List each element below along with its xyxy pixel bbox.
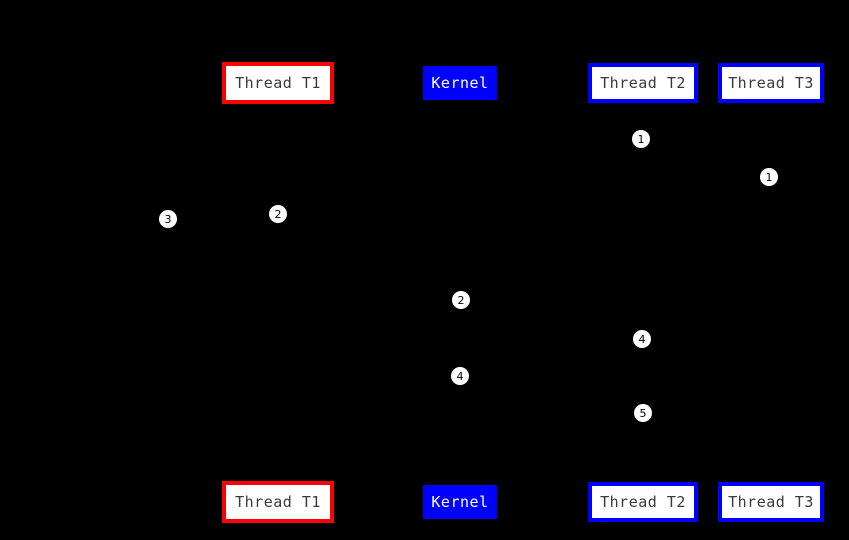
participant-box-thread-t3-top[interactable]: Thread T3 xyxy=(718,63,824,103)
lifeline-t3 xyxy=(771,103,772,482)
participant-label-kernel-top: Kernel xyxy=(431,74,489,92)
participant-box-thread-t1-bottom[interactable]: Thread T1 xyxy=(222,481,334,523)
sequence-number-label: 4 xyxy=(456,369,464,383)
message-arrow-3 xyxy=(168,219,278,220)
sequence-number-badge: 2 xyxy=(452,291,470,309)
lifeline-t2 xyxy=(643,103,644,482)
participant-label-thread-t2-bottom: Thread T2 xyxy=(600,493,686,511)
sequence-number-badge: 2 xyxy=(269,205,287,223)
participant-box-thread-t2-top[interactable]: Thread T2 xyxy=(588,63,698,103)
message-arrow-6 xyxy=(460,339,643,340)
sequence-number-label: 5 xyxy=(639,406,647,420)
sequence-number-badge: 5 xyxy=(634,404,652,422)
sequence-number-badge: 1 xyxy=(760,168,778,186)
sequence-number-label: 2 xyxy=(457,293,465,307)
sequence-number-label: 3 xyxy=(164,212,172,226)
message-arrow-7 xyxy=(278,376,460,377)
message-arrow-1 xyxy=(460,139,643,140)
participant-box-kernel-top[interactable]: Kernel xyxy=(423,66,497,100)
participant-label-thread-t1-top: Thread T1 xyxy=(235,74,321,92)
participant-label-thread-t1-bottom: Thread T1 xyxy=(235,493,321,511)
sequence-number-label: 1 xyxy=(765,170,773,184)
sequence-number-badge: 4 xyxy=(451,367,469,385)
participant-box-thread-t2-bottom[interactable]: Thread T2 xyxy=(588,482,698,522)
participant-box-thread-t3-bottom[interactable]: Thread T3 xyxy=(718,482,824,522)
message-arrow-2 xyxy=(460,177,771,178)
participant-label-thread-t3-bottom: Thread T3 xyxy=(728,493,814,511)
participant-box-kernel-bottom[interactable]: Kernel xyxy=(423,485,497,519)
participant-label-kernel-bottom: Kernel xyxy=(431,493,489,511)
sequence-number-badge: 3 xyxy=(159,210,177,228)
message-arrow-8 xyxy=(460,413,643,414)
message-arrow-5 xyxy=(278,300,460,301)
participant-label-thread-t2-top: Thread T2 xyxy=(600,74,686,92)
lifeline-t1 xyxy=(278,104,279,481)
sequence-number-label: 1 xyxy=(637,132,645,146)
sequence-number-label: 2 xyxy=(274,207,282,221)
sequence-number-badge: 1 xyxy=(632,130,650,148)
message-arrow-4 xyxy=(278,214,460,215)
sequence-number-label: 4 xyxy=(638,332,646,346)
participant-label-thread-t3-top: Thread T3 xyxy=(728,74,814,92)
participant-box-thread-t1-top[interactable]: Thread T1 xyxy=(222,62,334,104)
sequence-number-badge: 4 xyxy=(633,330,651,348)
